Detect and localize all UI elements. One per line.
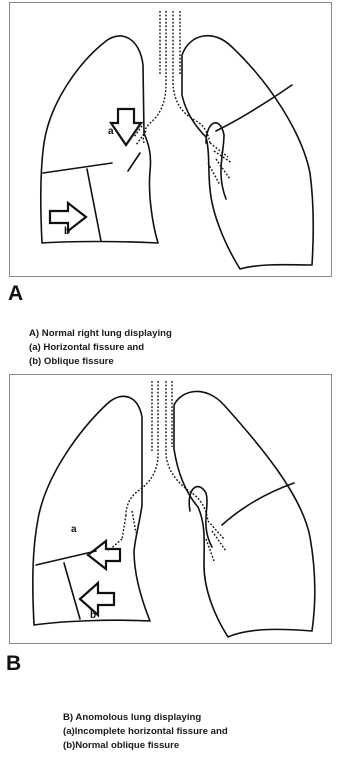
caption-b-line: B) Anomolous lung displaying: [63, 711, 228, 725]
arrow-b-left: [80, 583, 114, 615]
figure-a-panel: a b: [9, 2, 332, 277]
label-b: b: [64, 227, 70, 237]
oblique-fissure-line: [64, 563, 80, 619]
arrow-a-down: [111, 109, 141, 145]
caption-b: B) Anomolous lung displaying (a)Incomple…: [63, 711, 228, 753]
horizontal-fissure-line: [36, 551, 96, 565]
right-lung-outline: [33, 396, 150, 625]
left-lung-fissure: [222, 483, 294, 525]
caption-b-line: (a)Incomplete horizontal fissure and: [63, 725, 228, 739]
caption-a-line: (b) Oblique fissure: [29, 355, 172, 369]
oblique-fissure-line: [87, 169, 101, 241]
horizontal-fissure-line: [43, 163, 112, 173]
trachea-dotted: [108, 381, 226, 561]
left-lung-fissure: [216, 85, 292, 131]
label-a: a: [108, 127, 114, 137]
figure-a-lung-drawing: [10, 3, 330, 275]
left-lung-outline: [182, 36, 313, 269]
figure-b-panel: a b: [9, 374, 332, 644]
right-hilum-fissure: [128, 153, 140, 171]
label-b: b: [90, 611, 96, 621]
arrow-a-left: [88, 541, 120, 569]
panel-letter-b: B: [6, 653, 21, 674]
caption-a: A) Normal right lung displaying (a) Hori…: [29, 327, 172, 369]
panel-letter-a: A: [8, 283, 23, 304]
caption-a-line: A) Normal right lung displaying: [29, 327, 172, 341]
caption-b-line: (b)Normal oblique fissure: [63, 739, 228, 753]
caption-a-line: (a) Horizontal fissure and: [29, 341, 172, 355]
left-lung-outline: [174, 391, 315, 637]
label-a: a: [71, 525, 77, 535]
figure-b-lung-drawing: [10, 375, 330, 642]
